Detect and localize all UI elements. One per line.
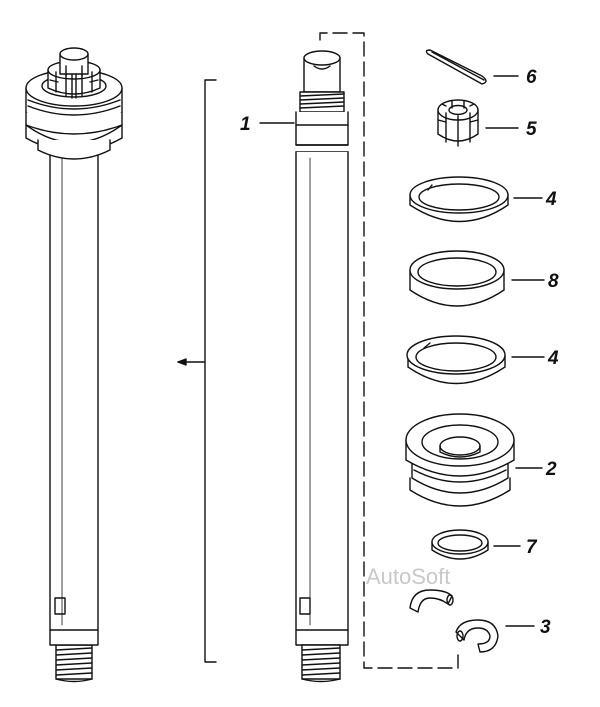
shaft-part-1 bbox=[295, 50, 349, 683]
assembled-shaft-keyway bbox=[54, 597, 66, 615]
assembly-arrow-head bbox=[177, 358, 187, 366]
thick-ring-part-8 bbox=[409, 250, 505, 307]
small-ring-part-7 bbox=[431, 529, 489, 560]
ring-part-4-upper bbox=[409, 176, 509, 223]
part-label-6: 6 bbox=[526, 67, 537, 88]
part-label-1: 1 bbox=[240, 114, 251, 135]
castle-nut-part-5 bbox=[437, 99, 479, 147]
part-label-7: 7 bbox=[526, 537, 538, 558]
part-label-4-lower: 4 bbox=[547, 348, 559, 369]
half-keys-part-3 bbox=[409, 589, 499, 653]
assembled-shaft-body bbox=[49, 144, 99, 646]
part-label-4-upper: 4 bbox=[545, 189, 557, 210]
assembled-shaft-castle-nut bbox=[47, 47, 101, 99]
part-label-8: 8 bbox=[548, 271, 559, 292]
leader-lines bbox=[259, 75, 545, 627]
assembled-shaft bbox=[25, 47, 123, 683]
cotter-pin-part-6 bbox=[425, 49, 487, 85]
part-label-3: 3 bbox=[540, 617, 551, 638]
bushing-part-2 bbox=[405, 413, 515, 507]
watermark-text: AutoSoft bbox=[366, 564, 450, 589]
assembled-shaft-thread bbox=[55, 644, 93, 683]
assembly-bracket bbox=[204, 79, 217, 663]
part-label-5: 5 bbox=[526, 119, 537, 140]
part-label-2: 2 bbox=[545, 459, 557, 480]
assembly-dashed-line bbox=[319, 32, 459, 669]
ring-part-4-lower bbox=[406, 335, 506, 385]
